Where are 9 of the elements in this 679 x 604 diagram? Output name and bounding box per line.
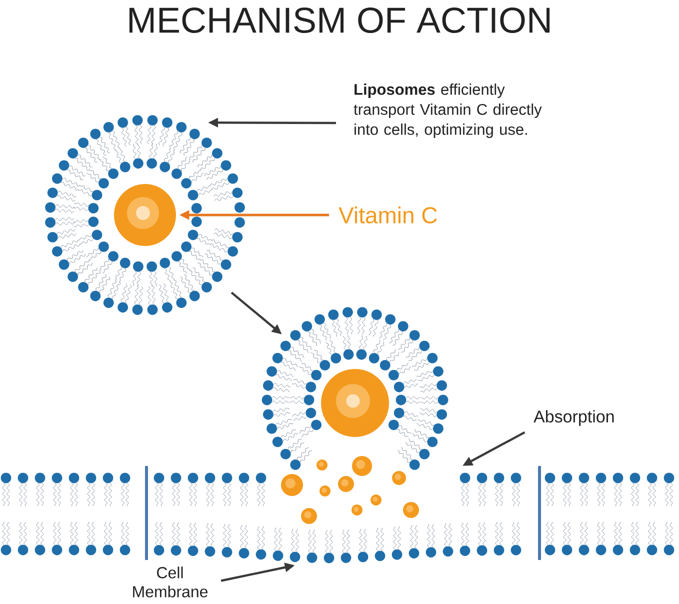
cell-membrane-label: Cell Membrane: [133, 566, 208, 598]
title: MECHANISM OF ACTION: [129, 8, 550, 33]
vitamin-c-label: Vitamin C: [338, 206, 437, 224]
vitamin-c-sphere: [114, 184, 176, 246]
absorption-label: Absorption: [534, 410, 614, 426]
description-text: Liposomes efficiently transport Vitamin C directly into cells, optimizing use.: [354, 84, 542, 138]
cell-membrane-drawing: [0, 466, 674, 564]
liposome-drawing: [45, 115, 245, 315]
liposome-drawing: [262, 307, 448, 470]
